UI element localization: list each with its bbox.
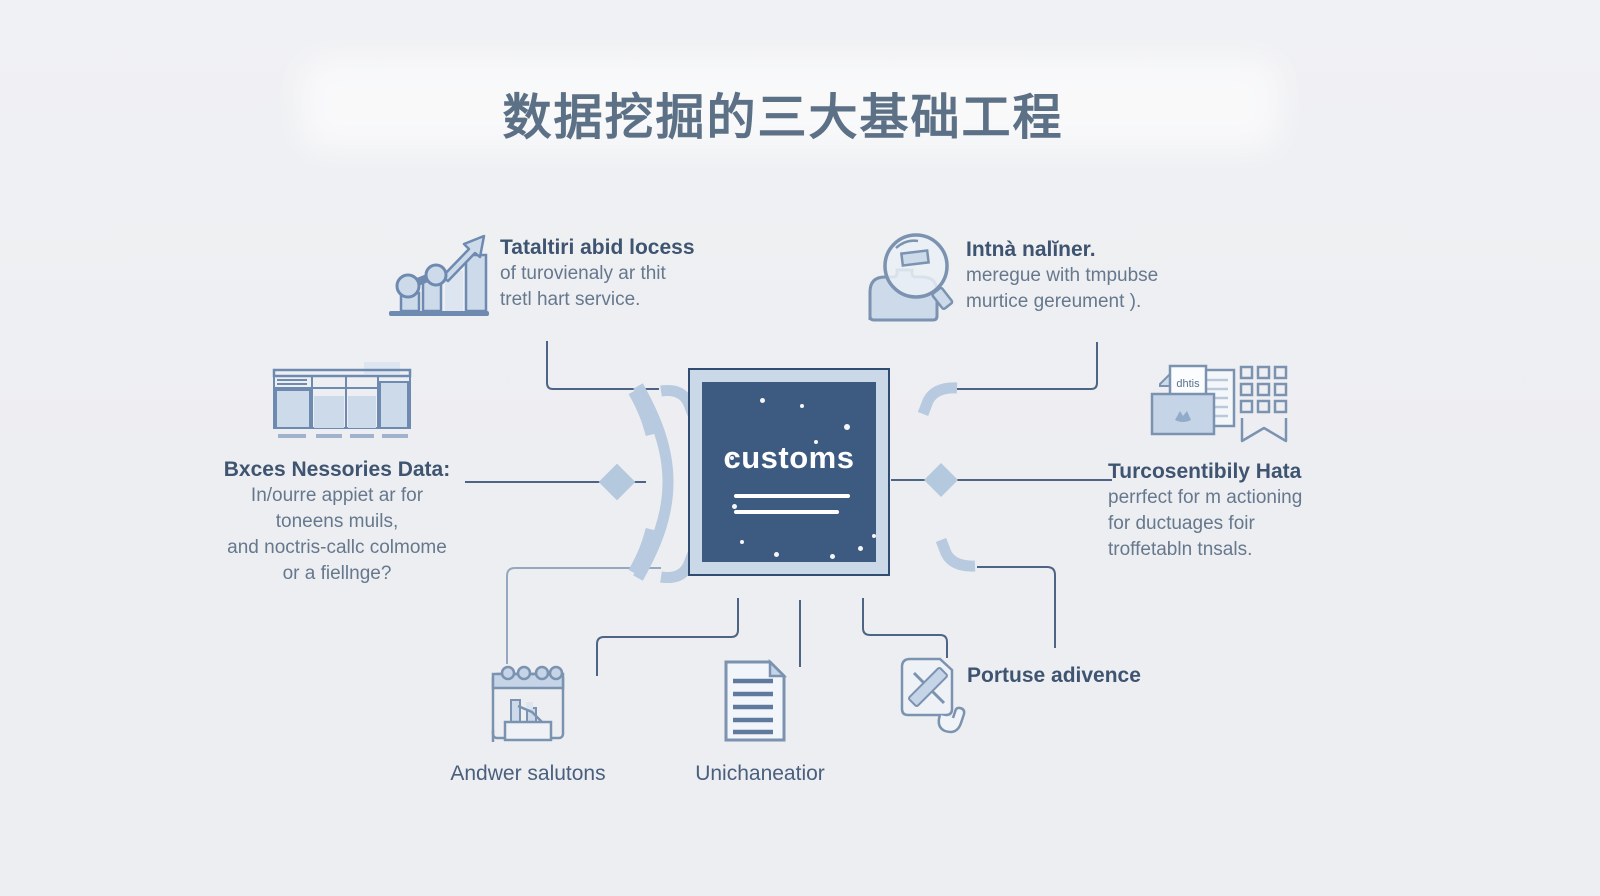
speckle-dot <box>760 398 765 403</box>
hook-top-right <box>917 382 958 416</box>
speckle-dot <box>800 404 804 408</box>
speckle-dot <box>872 534 876 538</box>
bottom-left-label: Andwer salutons <box>450 762 606 785</box>
hook-bottom-right <box>935 538 976 572</box>
bottom-right-label: Portuse adivence <box>967 664 1141 687</box>
center-rule <box>734 494 850 498</box>
trend-chart-icon <box>389 234 489 316</box>
topic-left: Bxces Nessories Data: In/ourre appiet ar… <box>172 456 502 587</box>
speckle-dot <box>740 540 744 544</box>
speckle-dot <box>774 552 779 557</box>
light-connector <box>506 567 661 664</box>
badge-tools-hand-icon <box>900 657 966 734</box>
center-box-label: customs <box>723 440 855 475</box>
page-title: 数据挖掘的三大基础工程 <box>502 91 1064 145</box>
center-box: customs <box>688 368 890 576</box>
data-table-icon <box>272 362 412 438</box>
speckle-dot <box>858 546 863 551</box>
topic-line: toneens muils, <box>275 511 399 532</box>
center-box-inner: customs <box>702 382 876 562</box>
magnifier-person-icon <box>868 233 954 322</box>
document-lines-icon <box>724 658 788 742</box>
grid-ribbon-icon <box>1239 365 1288 443</box>
speckle-dot <box>730 456 734 460</box>
folder-documents-icon: dhtis <box>1150 364 1236 436</box>
topic-right: Turcosentibily Hata perrfect for m actio… <box>1108 458 1302 563</box>
topic-line: or a fiellnge? <box>282 563 392 584</box>
topic-top-right: Intnà nalĭner. meregue with tmpubse murt… <box>966 236 1158 315</box>
topic-heading: Bxces Nessories Data: <box>223 458 451 481</box>
topic-heading: Intnà nalĭner. <box>966 238 1096 261</box>
speckle-dot <box>814 440 818 444</box>
speckle-dot <box>830 554 835 559</box>
topic-line: In/ourre appiet ar for <box>250 485 424 506</box>
topic-line: murtice gereument ). <box>966 291 1142 312</box>
bottom-center-label: Unichaneatior <box>695 762 825 785</box>
topic-heading: Tataltiri abid locess <box>500 236 695 259</box>
topic-line: of turovienaly ar thit <box>500 263 666 284</box>
title-highlight-band <box>300 58 1280 150</box>
calendar-chart-icon <box>491 665 565 742</box>
folder-doc-label: dhtis <box>1176 378 1200 390</box>
diamond-left <box>598 463 636 501</box>
diamond-right <box>924 463 958 497</box>
topic-line: meregue with tmpubse <box>966 265 1159 286</box>
topic-line: troffetabln tnsals. <box>1108 539 1253 560</box>
topic-line: tretl hart service. <box>500 289 641 310</box>
speckle-dot <box>732 504 737 509</box>
topic-line: perrfect for m actioning <box>1108 487 1303 508</box>
center-rule <box>734 510 839 514</box>
topic-top-left: Tataltiri abid locess of turovienaly ar … <box>500 234 695 313</box>
hook-bottom-left <box>660 548 700 583</box>
hook-top-left <box>660 385 700 420</box>
topic-line: for ductuages foir <box>1108 513 1255 534</box>
topic-line: and noctris-callc colmome <box>227 537 447 558</box>
speckle-dot <box>844 424 850 430</box>
topic-heading: Turcosentibily Hata <box>1108 460 1302 483</box>
